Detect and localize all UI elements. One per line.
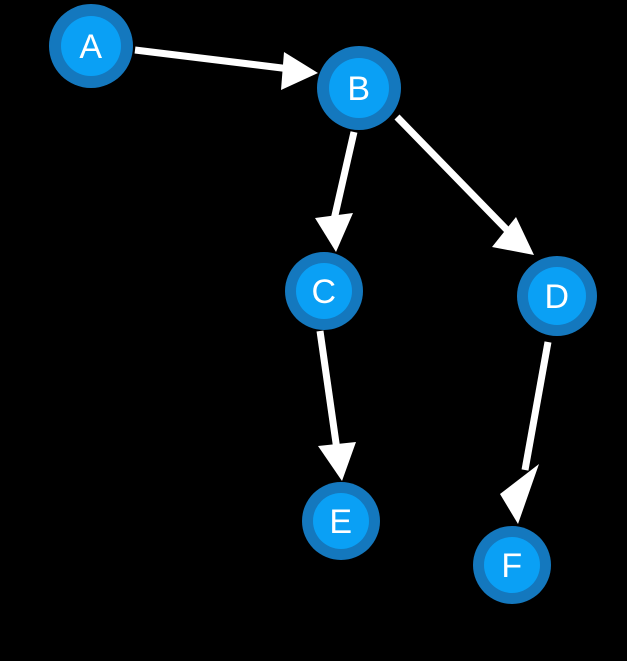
- node-layer: A B C D E: [49, 4, 597, 604]
- node-f[interactable]: F: [473, 526, 551, 604]
- edge-b-c-line: [329, 131, 358, 225]
- edge-c-e[interactable]: [316, 330, 356, 481]
- node-d-label: D: [544, 278, 569, 316]
- node-b-label: B: [347, 70, 370, 108]
- node-a[interactable]: A: [49, 4, 133, 88]
- edge-b-c[interactable]: [315, 131, 358, 252]
- edge-b-d-line: [394, 114, 512, 235]
- edge-a-b-line: [134, 46, 291, 73]
- node-e-core: [313, 493, 369, 549]
- node-b-core: [329, 58, 389, 118]
- node-d-core: [528, 267, 586, 325]
- node-a-core: [61, 16, 121, 76]
- node-c-core: [296, 263, 352, 319]
- node-c-label: C: [311, 273, 336, 311]
- node-c[interactable]: C: [285, 252, 363, 330]
- node-f-core: [484, 537, 540, 593]
- edge-d-f-line: [521, 341, 552, 471]
- node-b[interactable]: B: [317, 46, 401, 130]
- edge-a-b-arrowhead: [281, 52, 318, 90]
- node-d[interactable]: D: [517, 256, 597, 336]
- edge-b-d-arrowhead: [492, 217, 534, 255]
- edge-c-e-line: [316, 330, 341, 451]
- edge-d-f-arrowhead: [500, 464, 539, 524]
- node-a-label: A: [79, 28, 102, 66]
- edge-a-b[interactable]: [134, 46, 318, 90]
- edge-b-c-arrowhead: [315, 213, 353, 252]
- edge-layer: [134, 46, 552, 524]
- node-e[interactable]: E: [302, 482, 380, 560]
- node-f-label: F: [501, 547, 522, 585]
- edge-d-f[interactable]: [500, 341, 552, 524]
- edge-c-e-arrowhead: [318, 442, 356, 481]
- edge-b-d[interactable]: [394, 114, 534, 255]
- node-e-label: E: [329, 503, 352, 541]
